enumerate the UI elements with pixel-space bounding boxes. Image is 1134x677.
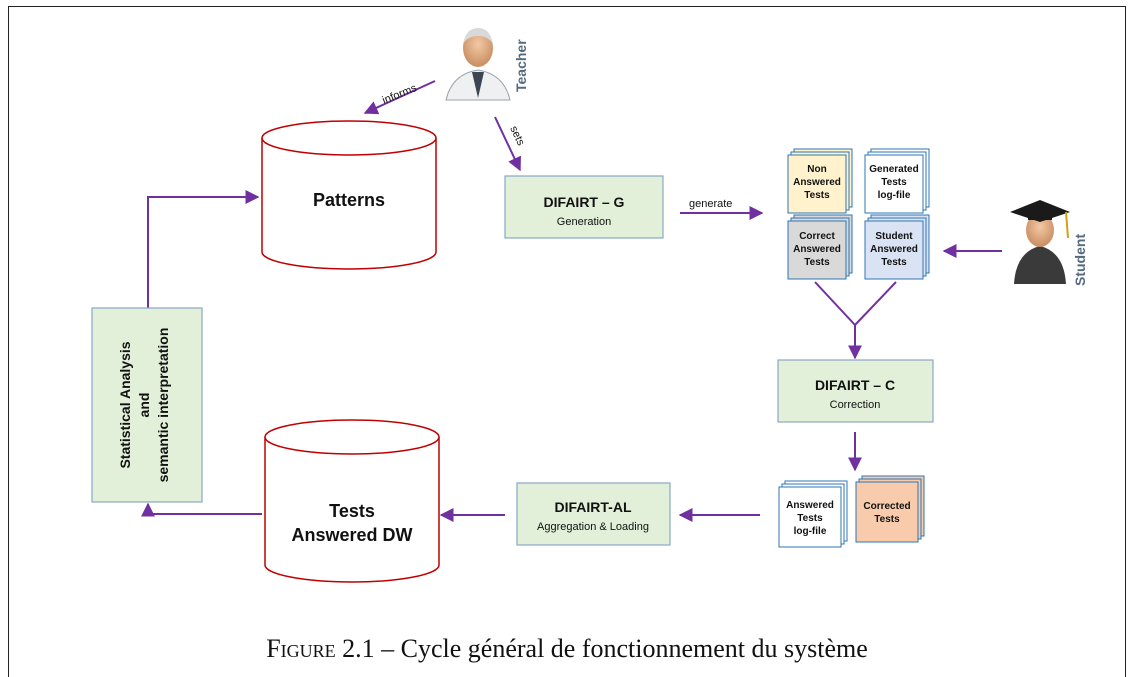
patterns-label: Patterns bbox=[313, 190, 385, 210]
edge-label-sets: sets bbox=[507, 124, 527, 148]
doc-student-line1: Student bbox=[875, 231, 913, 242]
difairt-g-title: DIFAIRT – G bbox=[544, 194, 625, 210]
difairt-al-title: DIFAIRT-AL bbox=[555, 499, 632, 515]
process-difairt-al: DIFAIRT-AL Aggregation & Loading bbox=[516, 482, 671, 546]
statistical-analysis-box: Statistical Analysis and semantic interp… bbox=[91, 307, 203, 503]
edge-label-generate: generate bbox=[689, 198, 732, 210]
doc-generated-log: Generated Tests log-file bbox=[864, 148, 930, 214]
stat-label-line2: and bbox=[136, 393, 152, 418]
doc-corrected-line1: Corrected bbox=[863, 501, 910, 512]
doc-corrected-tests: Corrected Tests bbox=[855, 475, 925, 543]
doc-answered-log-line1: Answered bbox=[786, 500, 834, 511]
figure-frame bbox=[8, 6, 1126, 677]
tests-dw-label-line1: Tests bbox=[329, 501, 375, 521]
difairt-c-subtitle: Correction bbox=[830, 399, 881, 411]
stat-label-line3: semantic interpretation bbox=[155, 328, 171, 483]
patterns-database: Patterns bbox=[261, 120, 437, 270]
arrow-stats-to-patterns bbox=[147, 190, 260, 308]
doc-answered-log: Answered Tests log-file bbox=[778, 480, 848, 548]
doc-student-line2: Answered bbox=[870, 244, 918, 255]
doc-generated-line3: log-file bbox=[878, 190, 911, 201]
arrows bbox=[141, 80, 1002, 522]
edge-label-informs: informs bbox=[381, 82, 419, 107]
doc-answered-log-line2: Tests bbox=[797, 513, 823, 524]
doc-answered-log-line3: log-file bbox=[794, 526, 827, 537]
arrow-teacher-sets bbox=[494, 116, 521, 172]
process-difairt-g: DIFAIRT – G Generation bbox=[504, 175, 664, 239]
doc-generated-line2: Tests bbox=[881, 177, 907, 188]
doc-non-answered-line3: Tests bbox=[804, 190, 830, 201]
student-figure: Student bbox=[1010, 200, 1088, 286]
student-label: Student bbox=[1072, 234, 1088, 286]
doc-generated-line1: Generated bbox=[869, 164, 918, 175]
difairt-al-subtitle: Aggregation & Loading bbox=[537, 521, 649, 533]
arrow-merge-left bbox=[814, 281, 856, 326]
doc-correct-line3: Tests bbox=[804, 257, 830, 268]
doc-non-answered-line2: Answered bbox=[793, 177, 841, 188]
tests-dw-label-line2: Answered DW bbox=[291, 525, 412, 545]
arrow-merge-right bbox=[854, 281, 897, 326]
doc-non-answered-line1: Non bbox=[807, 164, 826, 175]
doc-correct-answered: Correct Answered Tests bbox=[787, 214, 853, 280]
difairt-g-subtitle: Generation bbox=[557, 216, 611, 228]
process-difairt-c: DIFAIRT – C Correction bbox=[777, 359, 934, 423]
arrow-teacher-informs bbox=[363, 80, 436, 115]
doc-non-answered-tests: Non Answered Tests bbox=[787, 148, 853, 214]
arrow-dw-to-stats bbox=[141, 502, 262, 517]
difairt-c-title: DIFAIRT – C bbox=[815, 377, 895, 393]
doc-student-answered: Student Answered Tests bbox=[864, 214, 930, 280]
figure-caption-text: – Cycle général de fonctionnement du sys… bbox=[381, 634, 868, 663]
teacher-label: Teacher bbox=[513, 39, 529, 92]
doc-correct-line1: Correct bbox=[799, 231, 835, 242]
figure-caption: Figure 2.1 – Cycle général de fonctionne… bbox=[0, 634, 1134, 664]
tests-dw-database: Tests Answered DW bbox=[264, 419, 440, 583]
doc-student-line3: Tests bbox=[881, 257, 907, 268]
stat-label-line1: Statistical Analysis bbox=[117, 341, 133, 468]
doc-corrected-line2: Tests bbox=[874, 514, 900, 525]
figure-caption-label: Figure 2.1 bbox=[266, 634, 375, 663]
doc-correct-line2: Answered bbox=[793, 244, 841, 255]
teacher-figure: Teacher bbox=[445, 28, 529, 101]
